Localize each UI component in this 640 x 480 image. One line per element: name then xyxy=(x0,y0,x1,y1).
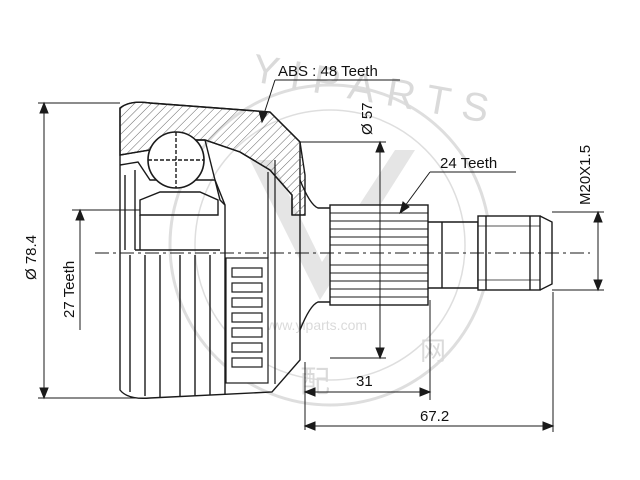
dimensions xyxy=(38,79,604,432)
diameter-57-label: Ø 57 xyxy=(359,102,376,135)
thread-m20-label: M20X1.5 xyxy=(577,145,594,205)
stub-shaft xyxy=(329,204,553,306)
length-31-label: 31 xyxy=(356,373,373,390)
spline-27-teeth-label: 27 Teeth xyxy=(61,261,78,318)
length-67-label: 67.2 xyxy=(420,408,449,425)
spline-24-teeth-label: 24 Teeth xyxy=(440,155,497,172)
watermark-url: www.yiparts.com xyxy=(261,317,367,333)
abs-ring xyxy=(225,160,276,384)
diameter-78-label: Ø 78.4 xyxy=(23,235,40,280)
outer-bell xyxy=(119,101,330,400)
watermark-ring-text: YIPARTS xyxy=(249,47,504,134)
watermark-cjk-2: 网 xyxy=(420,336,446,366)
abs-teeth-label: ABS : 48 Teeth xyxy=(278,63,378,80)
